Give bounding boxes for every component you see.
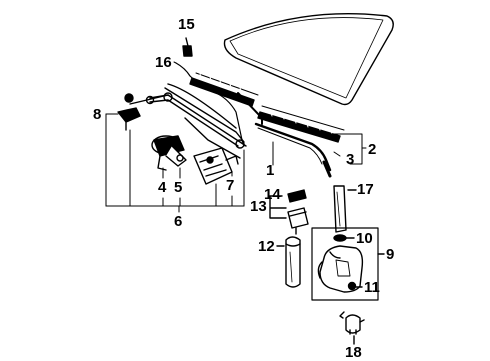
- callout-8: 8: [93, 106, 102, 123]
- washer-reservoir: [311, 227, 385, 301]
- windshield-glass: [223, 13, 394, 106]
- wiper-linkage: [129, 83, 247, 159]
- weatherstrip: [333, 185, 357, 233]
- callout-10: 10: [356, 230, 373, 247]
- callout-18: 18: [345, 344, 362, 361]
- callout-4: 4: [158, 179, 167, 196]
- callout-1: 1: [266, 162, 275, 179]
- callout-17: 17: [357, 181, 374, 198]
- callout-3: 3: [346, 151, 355, 168]
- callout-15: 15: [178, 16, 195, 33]
- wiper-pivot: [117, 93, 141, 131]
- washer-pump: [269, 189, 309, 235]
- washer-motor: [339, 311, 365, 345]
- callout-2: 2: [368, 141, 377, 158]
- callout-13: 13: [250, 198, 267, 215]
- callout-11: 11: [364, 279, 380, 296]
- filler-neck: [276, 236, 301, 288]
- callout-14: 14: [264, 186, 281, 203]
- callout-5: 5: [174, 179, 183, 196]
- hose-clip: [182, 37, 193, 57]
- callout-6: 6: [174, 213, 183, 230]
- callout-16: 16: [155, 54, 172, 71]
- callout-7: 7: [226, 177, 235, 194]
- callout-leaders-right: [329, 133, 367, 165]
- right-wiper-blade: [254, 105, 345, 178]
- callout-leaders-left: [105, 61, 274, 213]
- washer-hose: [175, 62, 245, 147]
- callout-12: 12: [258, 238, 275, 255]
- wiper-motor: [151, 135, 187, 171]
- callout-9: 9: [386, 246, 395, 263]
